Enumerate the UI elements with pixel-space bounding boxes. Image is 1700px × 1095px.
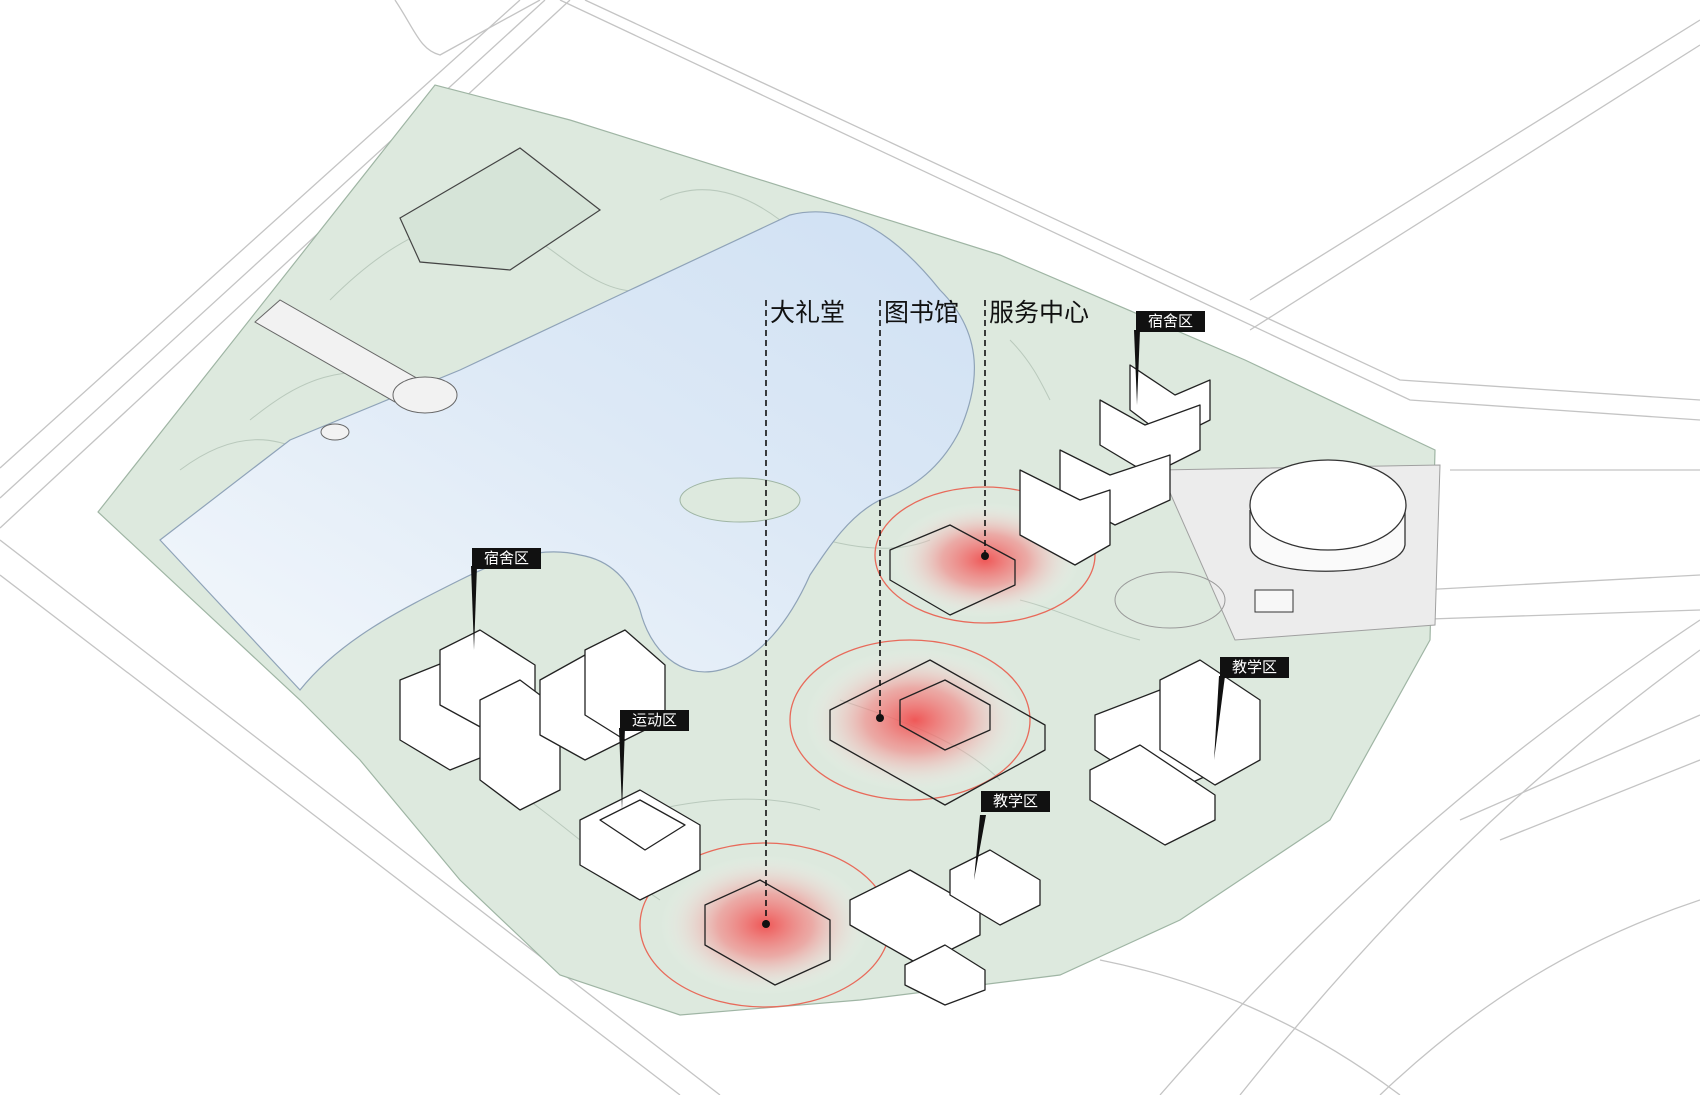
marker-service-center [981,552,989,560]
marker-auditorium [762,920,770,928]
leader-lines [765,300,986,923]
tag-teaching-east: 教学区 [1220,657,1290,678]
tag-sports: 运动区 [620,710,690,731]
marker-library [876,714,884,722]
lake-island [679,477,801,523]
tag-pointers [471,330,1225,880]
buildings [399,364,1261,1006]
tag-dorm-north: 宿舍区 [1136,311,1206,332]
west-pier [254,299,458,441]
stadium-dome [1249,459,1407,572]
tag-dorm-west: 宿舍区 [472,548,542,569]
heat-library [805,648,1025,792]
tag-teaching-south: 教学区 [981,791,1051,812]
label-library: 图书馆 [884,298,960,327]
hilltop-plaza [399,147,602,271]
label-auditorium: 大礼堂 [770,298,846,327]
label-service-center: 服务中心 [989,298,1090,327]
